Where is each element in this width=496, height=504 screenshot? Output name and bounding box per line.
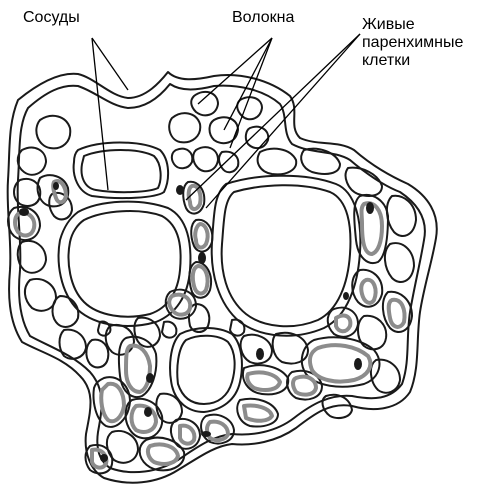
parenchyma-label-line1: Живые bbox=[362, 16, 463, 34]
vessel-right-outer bbox=[212, 176, 361, 336]
parenchyma-label-line2: паренхимные bbox=[362, 34, 463, 52]
parenchyma-label: Живые паренхимные клетки bbox=[362, 16, 463, 70]
vessel-left-inner bbox=[69, 211, 181, 317]
fibers-label: Волокна bbox=[232, 9, 294, 27]
vessel-right-inner bbox=[222, 185, 351, 326]
vessels-label: Сосуды bbox=[23, 9, 80, 27]
pointer-lines bbox=[92, 34, 360, 208]
pointer-vessels-2 bbox=[92, 38, 108, 190]
parenchyma-label-line3: клетки bbox=[362, 52, 463, 70]
nuclei bbox=[19, 182, 374, 462]
pointer-fibers-2 bbox=[224, 38, 272, 130]
vessel-bottom-outer bbox=[170, 328, 242, 412]
pointer-fibers-1 bbox=[198, 38, 272, 104]
pointer-vessels-1 bbox=[92, 38, 128, 90]
cell-walls bbox=[8, 72, 437, 483]
